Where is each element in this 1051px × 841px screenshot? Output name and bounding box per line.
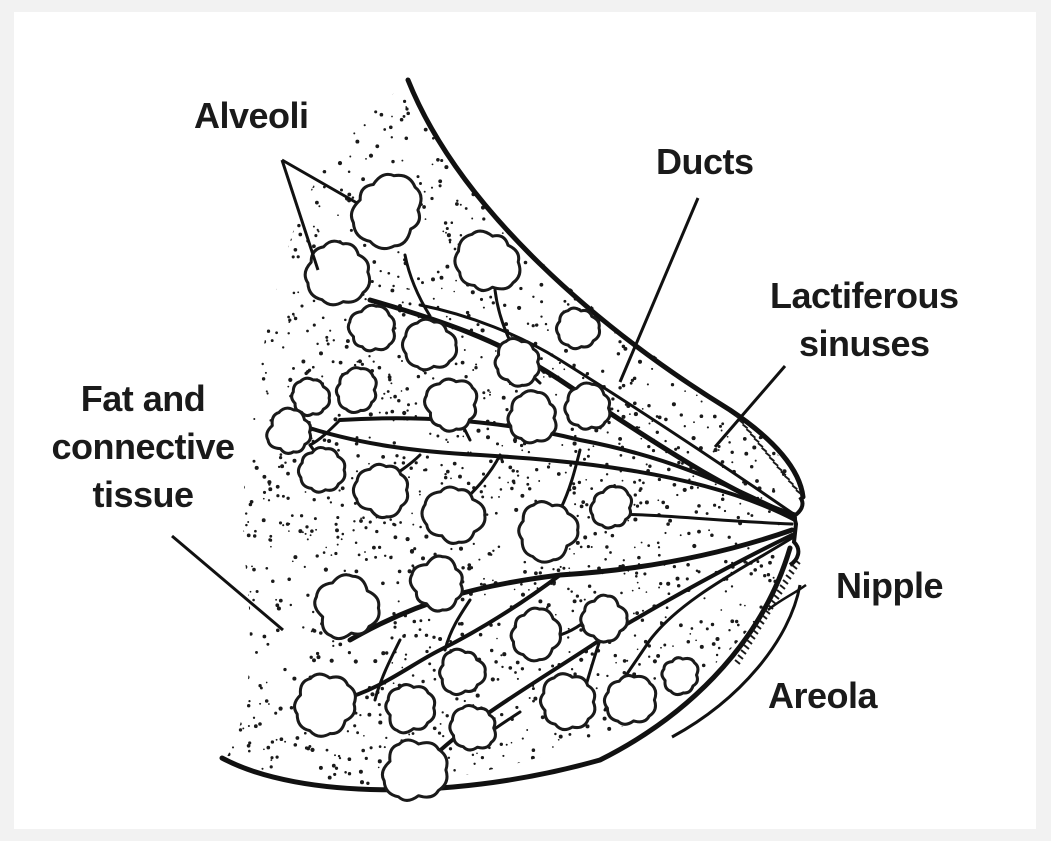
areola-hatch-mark — [744, 645, 749, 649]
alveolus-4 — [348, 305, 394, 351]
areola-hatch-mark — [741, 650, 746, 654]
areola-hatch-mark — [753, 630, 758, 634]
alveolus-8 — [336, 368, 376, 413]
label-areola: Areola — [768, 672, 877, 720]
alveolus-10 — [425, 379, 477, 431]
label-alveoli: Alveoli — [194, 92, 309, 140]
alveolus-12 — [508, 391, 556, 443]
alveolus-13 — [565, 383, 610, 429]
areola-hatch-mark — [786, 575, 791, 579]
areola-hatch-mark — [765, 610, 770, 614]
areola-hatch-mark — [738, 655, 743, 659]
alveolus-11 — [267, 408, 311, 453]
areola-hatch-mark — [756, 625, 761, 629]
label-lactiferous-sinuses: Lactiferous sinuses — [770, 272, 959, 368]
areola-hatch-mark — [735, 660, 740, 664]
areola-hatch-mark — [789, 570, 794, 574]
alveolus-30 — [662, 658, 698, 695]
areola-hatch-mark — [780, 585, 785, 589]
alveolus-29 — [382, 740, 447, 800]
areola-hatch-mark — [792, 565, 797, 569]
areola-hatch-mark — [750, 635, 755, 639]
areola-hatch-mark — [783, 580, 788, 584]
label-nipple: Nipple — [836, 562, 943, 610]
ducts-leader — [620, 198, 698, 382]
label-fat-line-3: tissue — [34, 471, 252, 519]
label-fat-line-1: Fat and — [34, 375, 252, 423]
areola-hatch-mark — [747, 640, 752, 644]
alveolus-7 — [495, 339, 539, 387]
label-fat-connective-tissue: Fat and connective tissue — [34, 375, 252, 519]
label-lactiferous-line-2: sinuses — [770, 320, 959, 368]
alveolus-27 — [450, 706, 496, 750]
areola-hatch-mark — [774, 595, 779, 599]
label-lactiferous-line-1: Lactiferous — [770, 272, 959, 320]
alveolus-28 — [604, 675, 655, 724]
label-ducts: Ducts — [656, 138, 754, 186]
alveolus-14 — [298, 448, 344, 493]
areola-hatch-mark — [777, 590, 782, 594]
alveolus-25 — [386, 685, 435, 733]
alveolus-26 — [540, 674, 594, 730]
label-fat-line-2: connective — [34, 423, 252, 471]
